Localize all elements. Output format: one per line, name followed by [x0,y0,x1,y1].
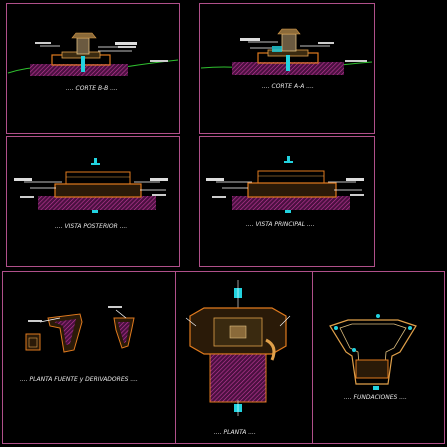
channel-hatch [209,353,267,403]
fountain-plan-inner [54,319,76,345]
note-text-block [14,178,32,181]
note-text-block [318,42,334,44]
basin-wall [54,183,142,198]
anchor-point [376,314,380,318]
note-text-block [152,194,166,196]
planta-fuente-drawing: .... PLANTA FUENTE y DERIVADORES .... [20,306,138,383]
valve-box [25,333,41,351]
anchor-point [408,326,412,330]
vista-posterior-drawing: .... VISTA POSTERIOR .... [14,158,168,230]
axis-mark [81,56,85,72]
frame-corte-a-a [199,3,375,134]
axis-mark [373,386,379,390]
axis-mark [285,210,291,213]
column-top [277,28,301,35]
panel-frames [2,3,445,444]
axis-mark [287,156,290,162]
upper-wall [65,171,131,185]
note-text-block [240,38,260,41]
axis-mark [286,55,290,71]
note-leader [279,315,291,327]
fundaciones-drawing: .... FUNDACIONES .... [329,314,417,401]
fountain-column [281,33,297,52]
caption-corte-b-b: .... CORTE B-B .... [66,85,118,92]
corte-a-a-drawing: .... CORTE A-A .... [200,28,373,90]
note-text-block [212,196,226,198]
basin-wall [247,182,337,198]
frame-vista-posterior [6,136,180,267]
axis-mark [94,158,97,164]
foundation-hatch [30,64,128,76]
caption-corte-a-a: .... CORTE A-A .... [262,83,314,90]
foundation-hatch [38,196,156,210]
caption-planta: .... PLANTA .... [214,429,256,436]
planta-drawing: .... PLANTA .... [185,280,291,436]
note-text-block [115,42,137,45]
note-text-block [28,320,42,322]
fountain-core [229,325,247,339]
corte-b-b-drawing: .... CORTE B-B .... [7,32,179,92]
note-text-block [346,178,364,181]
note-text-block [150,178,168,181]
note-text-block [350,194,364,196]
frame-vista-principal [199,136,375,267]
derivation-channel [265,338,276,361]
note-leader [115,309,127,319]
gate-block [272,46,282,52]
anchor-point [352,348,356,352]
frame-fundaciones [312,271,445,444]
note-leader [39,317,61,323]
fountain-column [76,37,90,55]
note-text-block [35,42,51,44]
column-top [71,32,97,39]
caption-vista-posterior: .... VISTA POSTERIOR .... [55,223,127,230]
valve-box-inner [28,337,38,348]
frame-planta-fuente [2,271,176,444]
axis-mark [284,161,293,163]
note-text-block [206,178,224,181]
vista-principal-drawing: .... VISTA PRINCIPAL .... [206,156,364,228]
note-text-block [108,306,122,308]
footing-pad [355,359,389,379]
foundation-hatch [232,196,350,210]
caption-planta-fuente: .... PLANTA FUENTE y DERIVADORES .... [20,376,138,383]
caption-vista-principal: .... VISTA PRINCIPAL .... [246,221,315,228]
note-text-block [118,46,136,48]
note-text-block [150,60,168,62]
anchor-point [334,326,338,330]
frame-corte-b-b [6,3,180,134]
caption-fundaciones: .... FUNDACIONES .... [344,394,407,401]
note-leader [185,317,197,327]
note-text-block [345,60,367,62]
footing-outer [329,319,417,385]
axis-mark [92,210,98,213]
upper-wall [257,170,325,184]
axis-mark [91,163,100,165]
derivador-plan-inner [118,322,130,343]
note-text-block [20,196,34,198]
